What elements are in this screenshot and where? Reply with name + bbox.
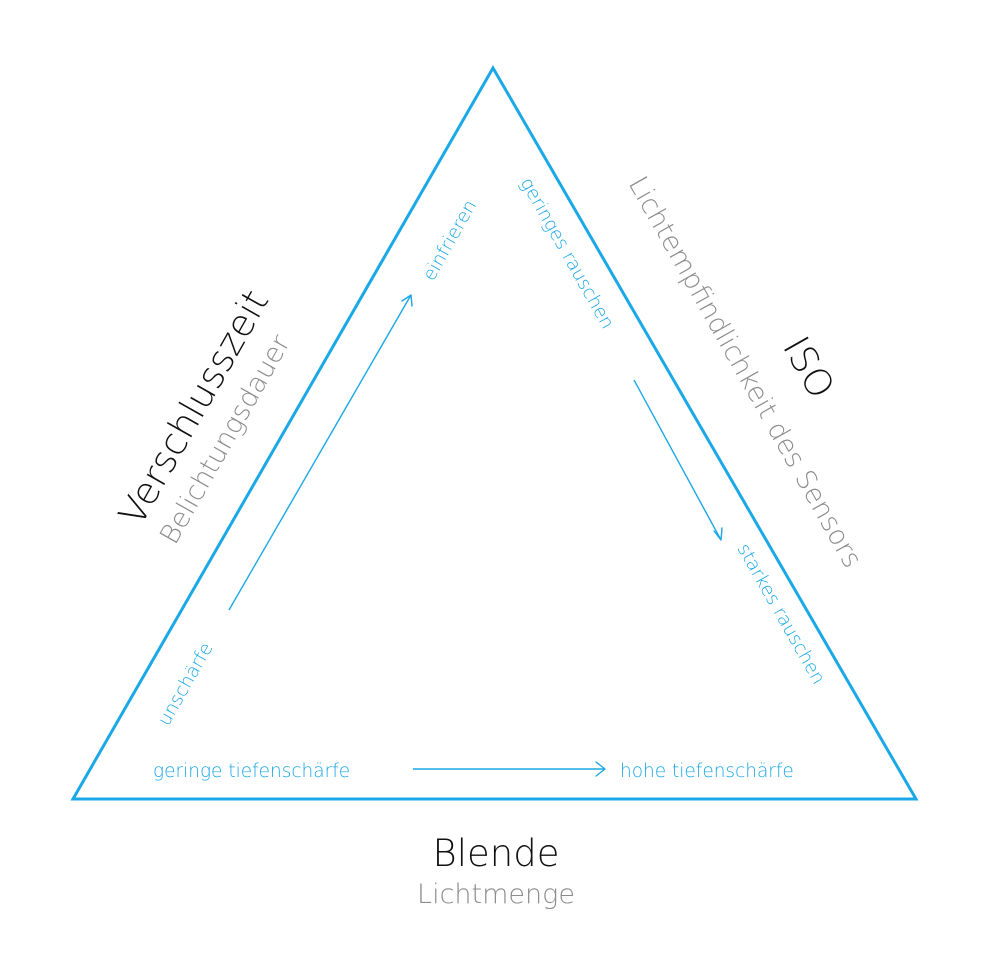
left-inner-high-group: einfrieren <box>419 196 481 284</box>
bottom-inner-low: geringe tiefenschärfe <box>153 761 350 782</box>
bottom-inner-high: hohe tiefenschärfe <box>620 761 794 782</box>
bottom-arrow-head <box>595 761 606 777</box>
right-arrow-head <box>713 527 723 541</box>
left-arrow-line <box>228 294 412 611</box>
right-arrow-line <box>633 379 722 541</box>
triangle-outline <box>70 64 919 801</box>
right-title: ISO <box>774 329 843 405</box>
bottom-inner-arrow: geringe tiefenschärfe hohe tiefenschärfe <box>153 761 794 782</box>
bottom-subtitle: Lichtmenge <box>417 879 575 910</box>
left-inner-low: unschärfe <box>154 639 217 729</box>
left-arrow-head <box>401 294 413 307</box>
left-inner-high: einfrieren <box>419 196 481 284</box>
bottom-title: Blende <box>433 832 560 875</box>
right-side-labels: ISO <box>774 329 843 405</box>
left-inner-low-group: unschärfe <box>154 639 217 729</box>
